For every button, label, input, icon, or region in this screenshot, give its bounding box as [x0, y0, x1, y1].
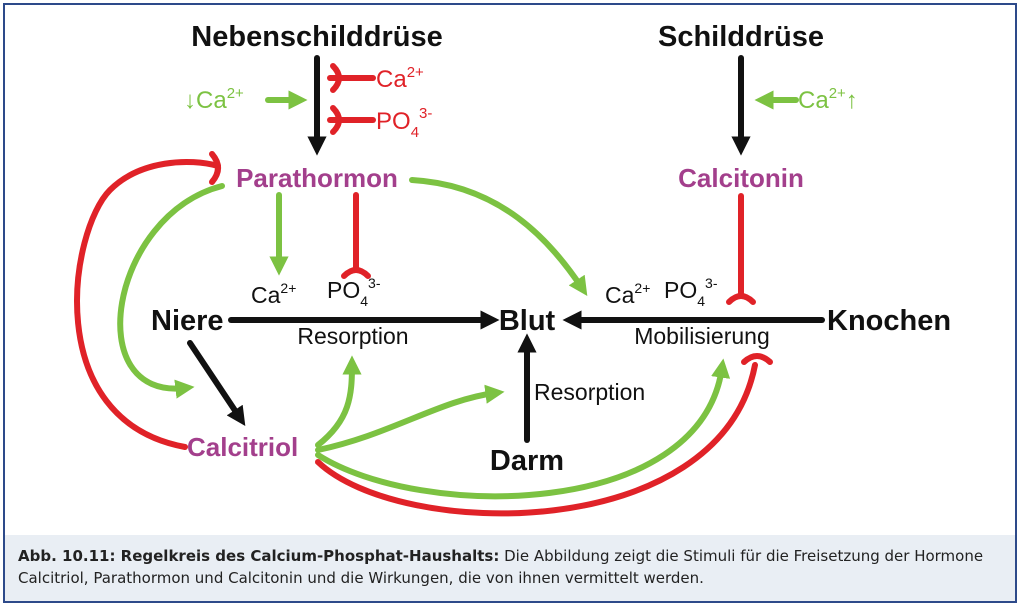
- node-blut: Blut: [499, 305, 556, 337]
- label-neben-po: PO43-: [376, 105, 432, 141]
- node-calcitriol: Calcitriol: [187, 432, 298, 462]
- label-resorption-niere: Resorption: [297, 323, 408, 349]
- caption-band: [5, 535, 1015, 601]
- node-niere: Niere: [151, 305, 224, 337]
- stimulation-lines: [117, 90, 799, 500]
- main-arrows: [187, 55, 825, 443]
- node-darm: Darm: [490, 445, 564, 477]
- label-resorption-darm: Resorption: [534, 379, 645, 405]
- label-mobilisierung: Mobilisierung: [634, 323, 770, 349]
- stim-parathormon-calcitriol: [117, 183, 225, 399]
- figure-caption: Abb. 10.11: Regelkreis des Calcium-Phosp…: [18, 545, 1008, 589]
- caption-title: Abb. 10.11: Regelkreis des Calcium-Phosp…: [18, 547, 500, 565]
- caption-text: Die Abbildung zeigt die Stimuli für die …: [18, 547, 984, 587]
- arrow-niere-calcitriol: [187, 340, 246, 426]
- node-calcitonin: Calcitonin: [678, 163, 804, 193]
- node-knochen: Knochen: [827, 305, 951, 337]
- inhibit-ca-neben-bar: [330, 63, 342, 93]
- inhibit-calcitriol-knochen-bar: [741, 353, 773, 365]
- ion-labels: Ca2+ PO43- ↓Ca2+ Ca2+↑ Ca2+ PO43- Resorp…: [184, 64, 858, 405]
- inhibit-calcitonin-bar: [726, 293, 756, 305]
- inhibit-calcitriol-knochen: [315, 362, 758, 517]
- stim-calcitriol-mobilisierung: [315, 358, 731, 500]
- label-neben-ca: Ca2+: [376, 64, 424, 93]
- inhibition-lines: [74, 63, 773, 517]
- node-labels: Nebenschilddrüse Schilddrüse Parathormon…: [151, 21, 951, 477]
- inhibit-po-neben-bar: [330, 105, 342, 135]
- stim-calcitriol-resorption: [315, 355, 362, 448]
- label-knochen-ca: Ca2+: [605, 280, 650, 308]
- node-nebenschilddruese: Nebenschilddrüse: [191, 21, 442, 53]
- regulation-diagram: Nebenschilddrüse Schilddrüse Parathormon…: [74, 21, 951, 517]
- label-niere-ca: Ca2+: [251, 280, 296, 308]
- figure-frame: [3, 3, 1017, 603]
- label-high-ca: Ca2+↑: [798, 85, 858, 114]
- inhibit-calcitriol-parathormon: [74, 159, 221, 450]
- node-schilddruese: Schilddrüse: [658, 21, 824, 53]
- label-niere-po: PO43-: [327, 275, 381, 309]
- inhibit-parathormon-po-bar: [341, 267, 371, 279]
- stim-parathormon-mobilisierung: [409, 177, 588, 296]
- inhibit-calcitriol-parathormon-bar: [209, 151, 221, 185]
- label-knochen-po: PO43-: [664, 275, 718, 309]
- node-parathormon: Parathormon: [236, 163, 398, 193]
- label-low-ca: ↓Ca2+: [184, 85, 244, 114]
- stim-calcitriol-darm: [315, 384, 505, 453]
